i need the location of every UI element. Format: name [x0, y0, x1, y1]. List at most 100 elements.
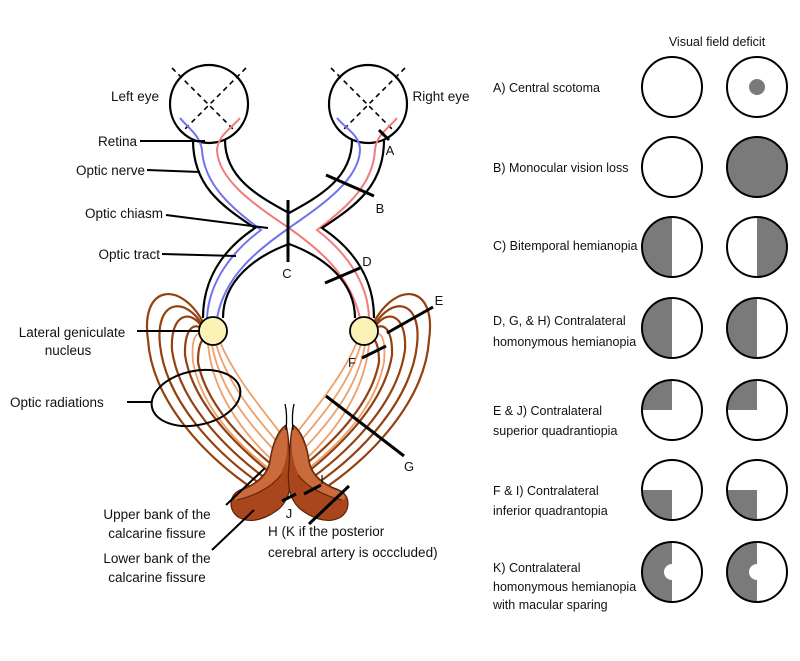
h-note-line1: H (K if the posterior [268, 524, 385, 539]
right-nasal-fiber [216, 117, 362, 319]
lower-bank-leader [211, 509, 255, 551]
field-loss-left-half [727, 542, 757, 602]
lesion-letter-e: E [435, 293, 444, 308]
radiation-fiber [170, 315, 266, 479]
right-eye-field-b [726, 136, 788, 198]
right-eye-field-lines [330, 67, 406, 131]
field-loss-left-half [642, 542, 672, 602]
optic-radiations-label: Optic radiations [10, 395, 104, 410]
field-loss-upper-left-quadrant [642, 380, 672, 410]
visual-field-outline [641, 56, 703, 118]
deficit-label-d-line2: homonymous hemianopia [493, 335, 636, 349]
left-eye-field-k [641, 541, 703, 603]
right-eye-label: Right eye [412, 89, 469, 104]
left-eye-field-d [641, 297, 703, 359]
central-scotoma-spot [749, 79, 765, 95]
lesion-e [386, 305, 434, 335]
left-temporal-fiber [179, 117, 263, 319]
deficit-label-e: E & J) Contralateral [493, 404, 602, 418]
lesion-letter-i: I [320, 472, 324, 487]
upper-bank-leader [225, 467, 266, 506]
visual-field-outline [641, 379, 703, 441]
lesion-letter-a: A [386, 143, 395, 158]
visual-field-outline [726, 379, 788, 441]
lgn-label-line1: Lateral geniculate [19, 325, 126, 340]
left-nasal-fiber [215, 117, 361, 319]
field-loss-upper-left-quadrant [727, 380, 757, 410]
macular-sparing-region [749, 564, 757, 580]
visual-field-outline [641, 459, 703, 521]
radiation-fiber [145, 293, 259, 493]
left-eye-field-c [641, 216, 703, 278]
visual-field-outline [726, 136, 788, 198]
lesion-a [377, 128, 391, 142]
lesion-h [307, 484, 351, 526]
lesion-letter-d: D [362, 254, 371, 269]
optic-tract-label: Optic tract [98, 247, 160, 262]
visual-field-outline [726, 216, 788, 278]
lesion-letter-g: G [404, 459, 414, 474]
visual-field-outline [726, 459, 788, 521]
deficit-label-c: C) Bitemporal hemianopia [493, 239, 638, 253]
optic-chiasm-leader [165, 214, 269, 229]
left-eye-field-b [641, 136, 703, 198]
visual-field-outline [726, 297, 788, 359]
radiation-fiber [211, 344, 277, 453]
macular-sparing-region [664, 564, 672, 580]
visual-field-background [642, 137, 702, 197]
lesion-marks [281, 128, 434, 526]
deficit-label-k-line3: with macular sparing [492, 598, 608, 612]
right-eye-field-k [726, 541, 788, 603]
radiation-fiber [207, 343, 273, 461]
lesion-j [281, 492, 297, 503]
deficit-label-e-line2: superior quadrantiopia [493, 424, 617, 438]
field-loss-left-half [642, 217, 672, 277]
deficit-label-k-line2: homonymous hemianopia [493, 580, 636, 594]
right-lateral-geniculate-nucleus [349, 316, 379, 346]
visual-field-outline [726, 541, 788, 603]
midline-fissure [284, 403, 295, 431]
left-eye-field-a [641, 56, 703, 118]
visual-field-deficit-panel: Visual field deficit A) Central scotoma … [492, 35, 788, 612]
radiation-fiber [183, 325, 269, 472]
optic-tract-leader [161, 253, 237, 257]
lgn-label-line2: nucleus [45, 343, 92, 358]
right-eye-field-e [726, 379, 788, 441]
left-eye-field-f [641, 459, 703, 521]
visual-field-outline [641, 541, 703, 603]
radiation-fiber [219, 341, 285, 439]
outer-right-boundary [320, 139, 386, 319]
lesion-letter-c: C [282, 266, 291, 281]
left-eye [168, 63, 250, 145]
deficit-label-k: K) Contralateral [493, 561, 581, 575]
left-eye-field-lines [171, 67, 247, 131]
radiation-fiber [215, 343, 281, 446]
pathway-labels: Left eye Right eye Retina Optic nerve Op… [10, 89, 470, 585]
optic-radiations-left [145, 293, 285, 493]
left-lateral-geniculate-nucleus [198, 316, 228, 346]
lesion-letter-b: B [376, 201, 385, 216]
right-eye [327, 63, 409, 145]
field-loss-left-half [727, 298, 757, 358]
field-loss-left-half [642, 298, 672, 358]
retina-label: Retina [98, 134, 138, 149]
right-eye-field-a [726, 56, 788, 118]
lesion-i [303, 483, 322, 496]
upper-bank-label-line2: calcarine fissure [108, 526, 206, 541]
left-eye-label: Left eye [111, 89, 159, 104]
deficit-label-d: D, G, & H) Contralateral [493, 314, 626, 328]
lesion-d [324, 266, 361, 285]
left-eye-field-e [641, 379, 703, 441]
direct-radiation-fibers [191, 332, 285, 469]
lesion-letter-j: J [286, 506, 293, 521]
visual-field-outline [726, 56, 788, 118]
field-loss-lower-left-quadrant [727, 490, 757, 520]
visual-field-outline [641, 297, 703, 359]
visual-field-outline [641, 216, 703, 278]
lesion-g [325, 394, 405, 458]
optic-nerve-label: Optic nerve [76, 163, 145, 178]
h-note-line2: cerebral artery is occcluded) [268, 545, 438, 560]
outer-left-boundary [191, 139, 257, 319]
lesion-letters: A B C D E F G I J [282, 143, 443, 521]
